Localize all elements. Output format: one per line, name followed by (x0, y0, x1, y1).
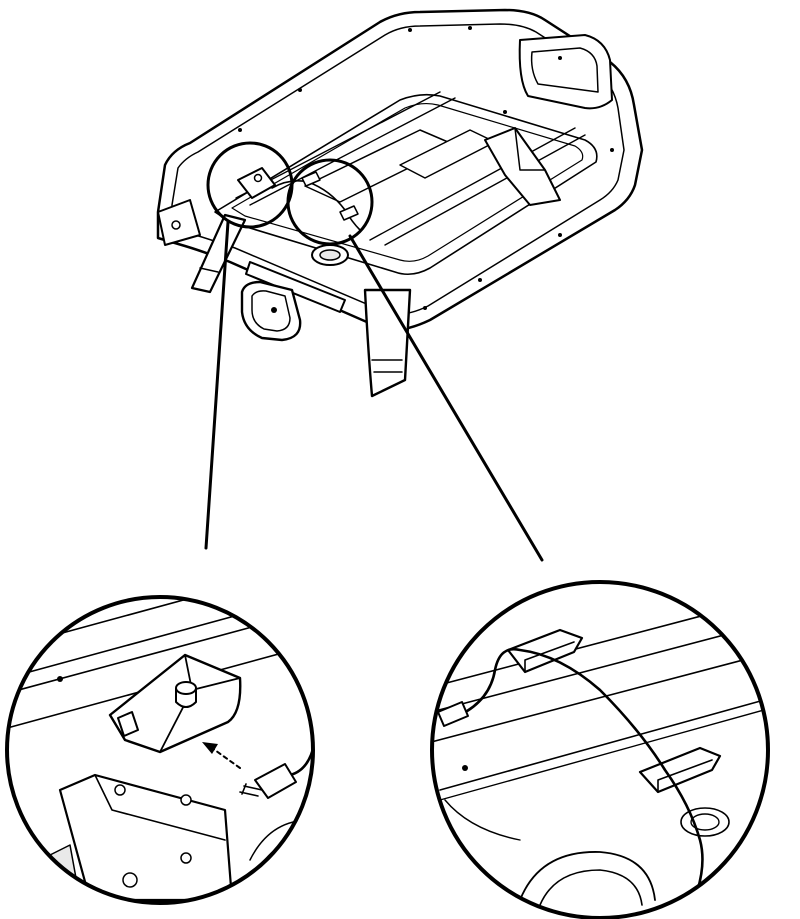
callout-marker-right (286, 158, 374, 246)
routed-cable (458, 647, 704, 912)
insert-direction-arrow (211, 747, 241, 769)
detail-callout-left (5, 595, 360, 905)
sensor-cable (271, 180, 361, 231)
cable-clip-bottom (638, 746, 722, 794)
underside-panel (214, 93, 598, 276)
mounting-bolts (238, 26, 614, 310)
front-leg-right (363, 288, 412, 398)
cable-connector (437, 701, 469, 727)
leader-line-right (348, 234, 544, 562)
cable-clip (328, 700, 360, 724)
cable-clip-top (506, 628, 584, 674)
callout-frame-left (5, 595, 315, 905)
detail-callout-right (430, 580, 770, 919)
crossbar (245, 261, 346, 313)
front-leg-left (190, 213, 247, 294)
frame-rail (235, 91, 586, 246)
machine-base (156, 8, 644, 398)
handle-recess (518, 34, 613, 110)
cable-plug (254, 763, 297, 799)
callout-frame-right (430, 580, 770, 919)
pedal-bracket (240, 280, 302, 342)
cable-detail (288, 704, 313, 777)
leader-line-left (204, 220, 230, 550)
cable-socket-housing (237, 167, 276, 199)
